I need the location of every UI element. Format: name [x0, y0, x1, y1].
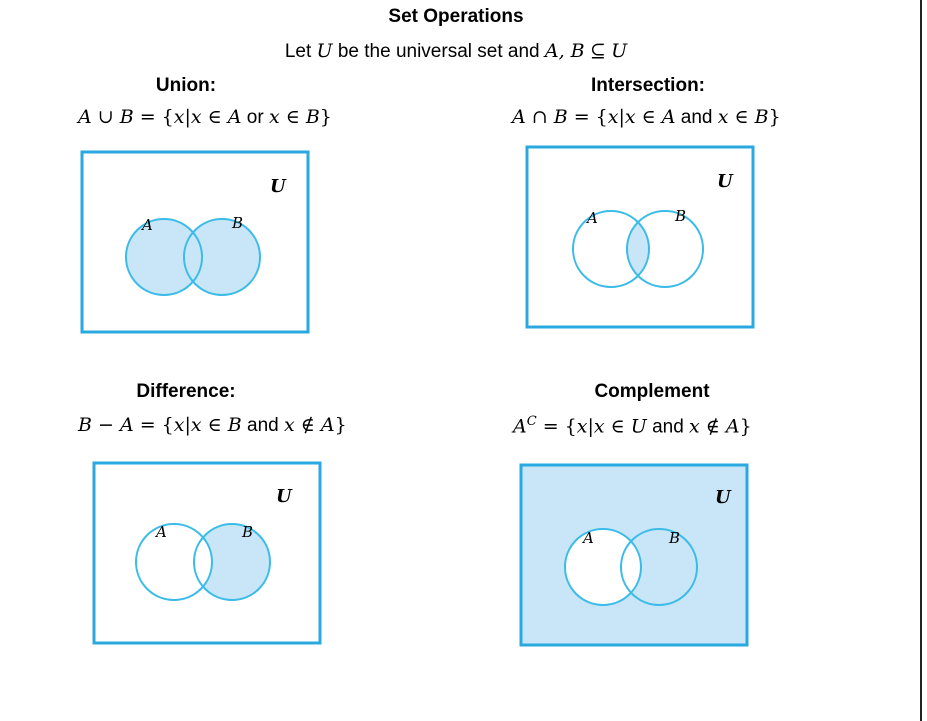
- intersection-formula-lhs: A ∩ B: [512, 106, 568, 128]
- complement-formula-cond1: x ∈ U: [593, 415, 647, 438]
- difference-formula-close: }: [334, 414, 347, 436]
- difference-formula-conj: and: [247, 415, 279, 436]
- intersection-formula-x: x: [607, 106, 619, 128]
- complement-label-a: A: [581, 529, 594, 547]
- union-formula-cond1: x ∈ A: [190, 106, 242, 128]
- union-label-b: B: [231, 214, 243, 232]
- union-universe-rect: [80, 150, 310, 334]
- subtitle-sets: A, B: [544, 40, 585, 62]
- intersection-label-b: B: [674, 207, 686, 225]
- subtitle-universe-2: U: [611, 40, 628, 62]
- union-formula-x: x: [173, 106, 185, 128]
- complement-label-b: B: [668, 529, 680, 547]
- intersection-formula-cond2: x ∈ B: [717, 106, 769, 128]
- intersection-label-u: U: [717, 171, 734, 192]
- difference-formula-x: x: [173, 414, 185, 436]
- complement-formula-x: x: [576, 415, 588, 438]
- complement-formula-sup: C: [526, 414, 537, 429]
- union-label-u: U: [270, 176, 287, 197]
- intersection-formula: A ∩ B = {x|x ∈ A and x ∈ B}: [512, 106, 781, 129]
- difference-fill-b-minus-a: [194, 524, 270, 600]
- intersection-formula-eq: = {: [567, 106, 608, 128]
- intersection-formula-close: }: [768, 106, 781, 128]
- difference-formula-bar: |: [184, 414, 191, 436]
- difference-label-u: U: [276, 486, 293, 507]
- intersection-heading: Intersection:: [590, 75, 706, 96]
- difference-formula-cond1: x ∈ B: [190, 414, 242, 436]
- complement-formula: AC = {x|x ∈ U and x ∉ A}: [513, 414, 752, 438]
- difference-circle-b: [193, 523, 271, 601]
- right-border-line: [920, 0, 922, 721]
- union-heading: Union:: [155, 75, 217, 96]
- union-formula-lhs: A ∪ B: [78, 106, 134, 128]
- intersection-circle-a: [572, 210, 650, 288]
- complement-formula-bar: |: [587, 415, 594, 438]
- intersection-universe-rect: [525, 145, 755, 329]
- intersection-label-a: A: [585, 209, 598, 227]
- complement-fill-a-unshaded: [565, 529, 641, 605]
- union-formula-cond2: x ∈ B: [268, 106, 320, 128]
- difference-label-b: B: [241, 523, 253, 541]
- difference-formula-eq: = {: [133, 414, 174, 436]
- difference-venn-diagram: U A B: [92, 461, 322, 645]
- difference-label-a: A: [154, 523, 167, 541]
- intersection-circle-b: [626, 210, 704, 288]
- subtitle: Let U be the universal set and A, B ⊆ U: [0, 40, 912, 63]
- complement-formula-conj: and: [652, 416, 684, 438]
- union-formula: A ∪ B = {x|x ∈ A or x ∈ B}: [78, 106, 332, 129]
- union-formula-close: }: [319, 106, 332, 128]
- difference-heading: Difference:: [136, 381, 236, 402]
- intersection-venn-diagram: U A B: [525, 145, 755, 329]
- union-circle-a: [125, 218, 203, 296]
- difference-universe-rect: [92, 461, 322, 645]
- difference-formula-lhs: B − A: [78, 414, 134, 436]
- complement-formula-lhs: A: [513, 415, 527, 438]
- subtitle-middle: be the universal set and: [337, 41, 540, 62]
- subtitle-prefix: Let: [284, 41, 312, 62]
- union-circle-b: [183, 218, 261, 296]
- difference-formula: B − A = {x|x ∈ B and x ∉ A}: [78, 414, 347, 437]
- difference-formula-cond2: x ∉ A: [284, 414, 335, 436]
- intersection-formula-bar: |: [618, 106, 625, 128]
- complement-circle-a: [564, 528, 642, 606]
- page-title: Set Operations: [388, 6, 524, 27]
- difference-circle-a: [135, 523, 213, 601]
- complement-label-u: U: [715, 487, 732, 508]
- subtitle-subset-symbol: ⊆: [589, 40, 606, 62]
- subtitle-universe: U: [316, 40, 333, 62]
- complement-formula-eq: = {: [536, 415, 577, 438]
- complement-formula-cond2: x ∉ A: [689, 415, 740, 438]
- complement-heading: Complement: [594, 381, 710, 402]
- intersection-formula-cond1: x ∈ A: [624, 106, 676, 128]
- union-venn-diagram: U A B: [80, 150, 310, 334]
- union-formula-bar: |: [184, 106, 191, 128]
- union-label-a: A: [140, 216, 153, 234]
- complement-circle-b: [620, 528, 698, 606]
- union-fill-b: [184, 219, 260, 295]
- union-fill-a: [126, 219, 202, 295]
- complement-formula-close: }: [739, 415, 752, 438]
- union-formula-conj: or: [246, 107, 264, 128]
- union-formula-eq: = {: [133, 106, 174, 128]
- complement-venn-diagram: U A B: [519, 463, 749, 647]
- intersection-formula-conj: and: [680, 107, 713, 128]
